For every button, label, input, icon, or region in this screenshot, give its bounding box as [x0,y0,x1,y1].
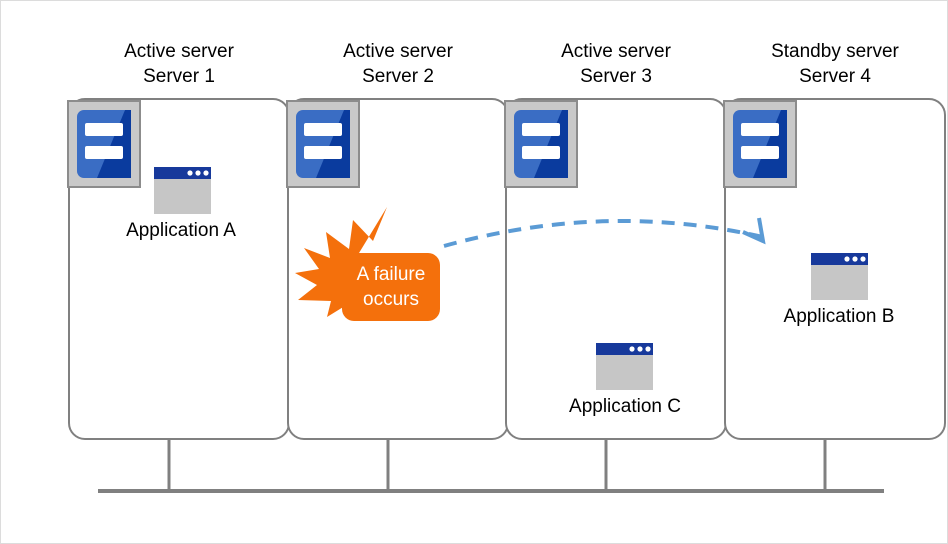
application-icon-c [596,343,653,390]
server-role-3: Active server [561,41,671,62]
failure-line-2: occurs [363,289,419,310]
server-role-1: Active server [124,41,234,62]
failover-arrow [443,217,766,248]
server-header-1: Active server Server 1 [69,39,289,89]
server-header-2: Active server Server 2 [288,39,508,89]
server-header-3: Active server Server 3 [506,39,726,89]
server-header-4: Standby server Server 4 [725,39,945,89]
server-name-3: Server 3 [580,66,652,87]
application-label-b: Application B [783,306,895,327]
server-icon-2 [286,100,360,188]
server-name-4: Server 4 [799,66,871,87]
failure-callout-label: A failure occurs [342,262,440,312]
server-name-2: Server 2 [362,66,434,87]
server-icon-1 [67,100,141,188]
application-label-c: Application C [569,396,681,417]
server-icon-3 [504,100,578,188]
server-icon-4 [723,100,797,188]
application-icon-a [154,167,211,214]
failure-callout-box[interactable] [342,253,440,321]
application-label-a: Application A [126,220,236,241]
server-role-2: Active server [343,41,453,62]
server-role-4: Standby server [771,41,899,62]
failure-burst-icon [295,207,387,317]
server-name-1: Server 1 [143,66,215,87]
application-icon-b [811,253,868,300]
network-bus [98,439,884,493]
failure-line-1: A failure [356,264,426,285]
